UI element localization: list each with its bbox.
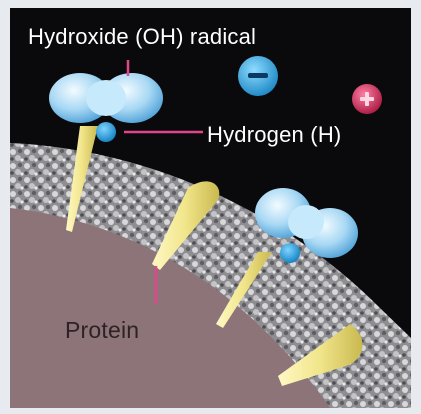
hydrogen-atom-2 <box>280 243 300 263</box>
protein-2 <box>152 181 220 270</box>
protein-3 <box>216 252 272 328</box>
positive-ion <box>352 84 382 114</box>
hydroxide-label: Hydroxide (OH) radical <box>28 24 257 49</box>
cell-membrane-illustration <box>10 56 411 408</box>
protein-1 <box>66 126 98 232</box>
hydrogen-label: Hydrogen (H) <box>207 122 342 147</box>
hydroxide-radical-2 <box>255 188 358 263</box>
diagram-panel: Hydroxide (OH) radical Hydrogen (H) Prot… <box>10 8 411 408</box>
protein-4 <box>278 324 363 386</box>
protein-label: Protein <box>65 317 140 343</box>
negative-ion <box>238 56 278 96</box>
hydrogen-atom-1 <box>96 122 116 142</box>
hydroxide-radical-1 <box>49 73 163 142</box>
cell-interior <box>10 208 330 408</box>
